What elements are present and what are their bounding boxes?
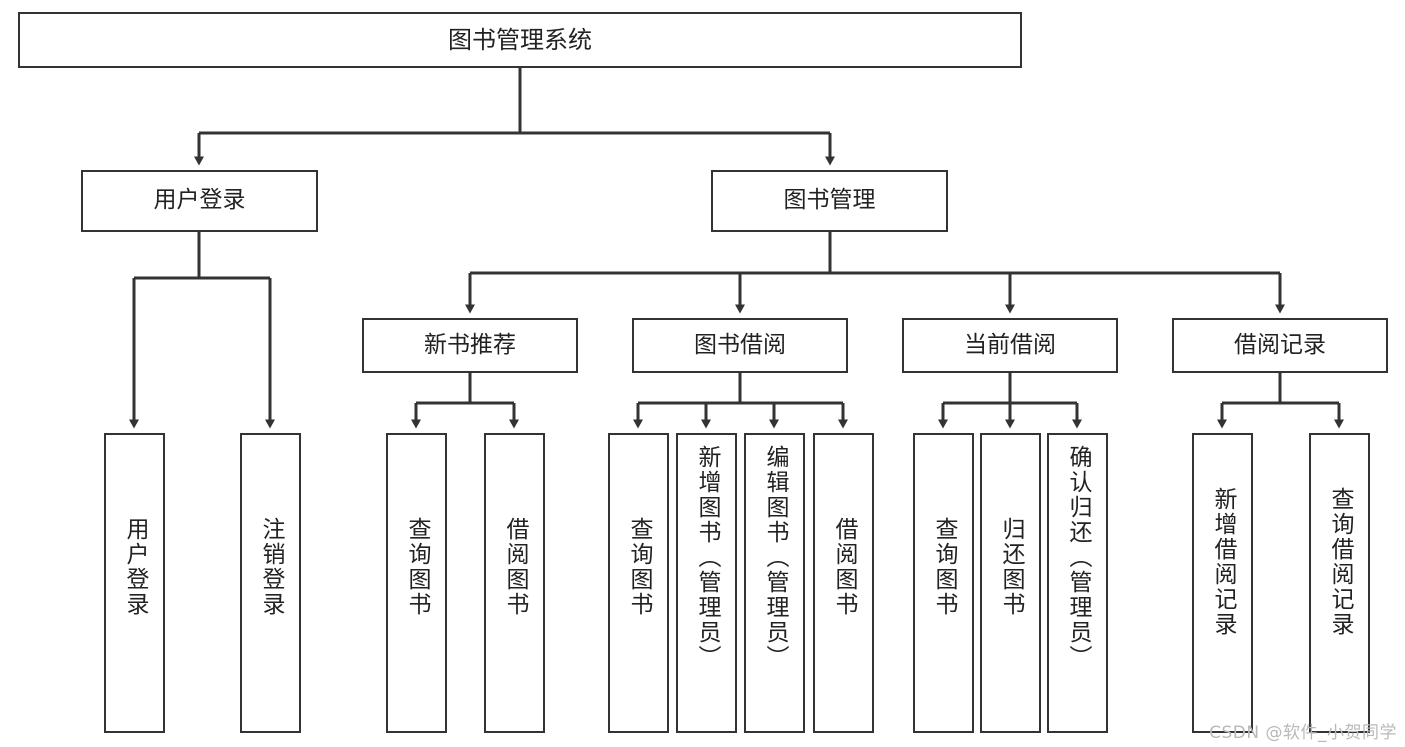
node-leaf-user-login[interactable]: 用户登录: [104, 433, 165, 733]
node-leaf-add-book-label: 新增图书（管理员）: [694, 445, 720, 670]
node-leaf-query-book-2-label: 查询图书: [626, 517, 652, 617]
node-borrow-record-label: 借阅记录: [1234, 331, 1326, 358]
node-borrow-record[interactable]: 借阅记录: [1172, 318, 1388, 373]
node-current-borrow-label: 当前借阅: [964, 331, 1056, 358]
node-current-borrow[interactable]: 当前借阅: [902, 318, 1118, 373]
node-root-label: 图书管理系统: [448, 25, 592, 54]
node-leaf-borrow-book-2[interactable]: 借阅图书: [813, 433, 874, 733]
node-new-book-rec[interactable]: 新书推荐: [362, 318, 578, 373]
node-leaf-logout-label: 注销登录: [258, 517, 284, 617]
node-leaf-add-book[interactable]: 新增图书（管理员）: [676, 433, 737, 733]
node-book-manage-label: 图书管理: [783, 187, 876, 214]
node-book-borrow-label: 图书借阅: [694, 331, 786, 358]
node-leaf-query-book-1[interactable]: 查询图书: [386, 433, 447, 733]
node-leaf-query-record-label: 查询借阅记录: [1327, 487, 1353, 637]
node-user-login[interactable]: 用户登录: [81, 170, 318, 232]
node-leaf-return-book-label: 归还图书: [998, 517, 1024, 617]
node-leaf-return-book[interactable]: 归还图书: [980, 433, 1041, 733]
node-leaf-query-book-2[interactable]: 查询图书: [608, 433, 669, 733]
node-book-borrow[interactable]: 图书借阅: [632, 318, 848, 373]
node-user-login-label: 用户登录: [153, 187, 246, 214]
node-leaf-add-record[interactable]: 新增借阅记录: [1192, 433, 1253, 733]
node-leaf-query-book-1-label: 查询图书: [404, 517, 430, 617]
node-leaf-query-record[interactable]: 查询借阅记录: [1309, 433, 1370, 733]
node-leaf-logout[interactable]: 注销登录: [240, 433, 301, 733]
node-leaf-edit-book-label: 编辑图书（管理员）: [762, 445, 788, 670]
node-leaf-borrow-book-2-label: 借阅图书: [831, 517, 857, 617]
node-leaf-confirm-return-label: 确认归还（管理员）: [1065, 445, 1091, 670]
node-leaf-user-login-label: 用户登录: [122, 517, 148, 617]
node-leaf-query-book-3[interactable]: 查询图书: [913, 433, 974, 733]
node-book-manage[interactable]: 图书管理: [711, 170, 948, 232]
node-leaf-borrow-book-1-label: 借阅图书: [502, 517, 528, 617]
node-root[interactable]: 图书管理系统: [18, 12, 1022, 68]
node-leaf-add-record-label: 新增借阅记录: [1210, 487, 1236, 637]
csdn-watermark: CSDN @软件_小贺同学: [1209, 723, 1397, 743]
node-leaf-borrow-book-1[interactable]: 借阅图书: [484, 433, 545, 733]
node-leaf-query-book-3-label: 查询图书: [931, 517, 957, 617]
node-leaf-confirm-return[interactable]: 确认归还（管理员）: [1047, 433, 1108, 733]
node-leaf-edit-book[interactable]: 编辑图书（管理员）: [744, 433, 805, 733]
node-new-book-rec-label: 新书推荐: [424, 331, 516, 358]
